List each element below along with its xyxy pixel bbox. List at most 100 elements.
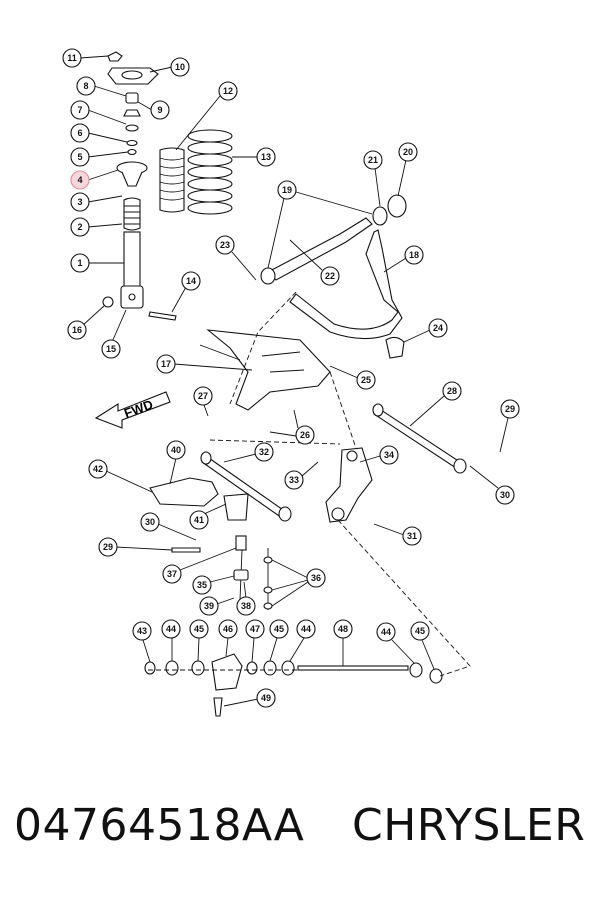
- svg-text:21: 21: [368, 155, 378, 165]
- stabilizer-link: [171, 535, 273, 610]
- svg-text:44: 44: [381, 627, 391, 637]
- callout-3: 3: [70, 192, 123, 212]
- callout-12: 12: [175, 81, 238, 151]
- svg-text:22: 22: [325, 271, 335, 281]
- callout-15: 15: [101, 309, 127, 359]
- svg-text:8: 8: [83, 81, 88, 91]
- knuckle: [325, 447, 373, 523]
- suspension-exploded-diagram: FWD: [62, 48, 520, 717]
- svg-text:43: 43: [137, 626, 147, 636]
- svg-text:31: 31: [407, 531, 417, 541]
- part-caption: 04764518AA CHRYSLER: [0, 800, 600, 860]
- callout-49: 49: [223, 688, 276, 708]
- callout-4: 4: [70, 169, 119, 190]
- svg-text:29: 29: [103, 542, 113, 552]
- callout-20: 20: [397, 142, 418, 197]
- svg-text:35: 35: [197, 580, 207, 590]
- bracket-assembly: [149, 477, 249, 521]
- fwd-arrow: FWD: [94, 391, 171, 429]
- svg-text:38: 38: [241, 601, 251, 611]
- svg-text:2: 2: [77, 222, 82, 232]
- svg-text:45: 45: [415, 626, 425, 636]
- callout-44: 44: [161, 619, 181, 661]
- callout-11: 11: [62, 48, 109, 68]
- svg-text:14: 14: [186, 276, 196, 286]
- assembly-lines: [148, 291, 471, 677]
- callout-6: 6: [70, 123, 128, 143]
- svg-text:42: 42: [93, 464, 103, 474]
- svg-text:44: 44: [301, 624, 311, 634]
- svg-text:40: 40: [171, 445, 181, 455]
- callout-30: 30: [469, 465, 515, 505]
- svg-text:6: 6: [77, 128, 82, 138]
- callout-13: 13: [232, 147, 276, 167]
- svg-text:28: 28: [447, 386, 457, 396]
- callout-23: 23: [215, 235, 257, 281]
- callout-45: 45: [189, 619, 209, 662]
- callout-42: 42: [88, 459, 153, 493]
- callout-44-mid: 44: [289, 619, 316, 662]
- rear-shaft: [144, 653, 443, 717]
- crossmember: [199, 329, 331, 411]
- svg-text:41: 41: [194, 515, 204, 525]
- callout-43: 43: [132, 621, 152, 663]
- callout-10: 10: [149, 57, 190, 77]
- svg-text:10: 10: [175, 62, 185, 72]
- callout-25: 25: [329, 365, 376, 390]
- callout-33: 33: [284, 461, 319, 490]
- callout-35: 35: [192, 575, 235, 595]
- callout-9: 9: [137, 100, 170, 120]
- bolt-14: [148, 311, 177, 321]
- callout-26: 26: [269, 409, 315, 445]
- svg-text:11: 11: [67, 53, 77, 63]
- callout-21: 21: [363, 150, 383, 207]
- callout-48: 48: [333, 619, 353, 666]
- callout-38: 38: [236, 581, 256, 616]
- callout-22: 22: [289, 239, 340, 286]
- svg-text:18: 18: [409, 250, 419, 260]
- svg-text:23: 23: [220, 240, 230, 250]
- callout-29-left: 29: [98, 537, 173, 557]
- callout-40: 40: [166, 440, 186, 485]
- fwd-label: FWD: [122, 397, 155, 421]
- svg-text:26: 26: [300, 430, 310, 440]
- dust-boot: [159, 147, 185, 213]
- svg-text:4: 4: [77, 175, 82, 185]
- callout-36: 36: [271, 559, 326, 607]
- svg-text:3: 3: [77, 197, 82, 207]
- lateral-links: [200, 403, 467, 522]
- svg-text:1: 1: [77, 258, 82, 268]
- callout-7: 7: [70, 100, 127, 125]
- callout-1: 1: [70, 253, 124, 273]
- svg-text:32: 32: [259, 447, 269, 457]
- svg-text:17: 17: [161, 359, 171, 369]
- callout-2: 2: [70, 217, 123, 237]
- strut-assembly: [102, 51, 159, 309]
- callout-28: 28: [409, 381, 462, 427]
- svg-text:49: 49: [261, 693, 271, 703]
- upper-control-arm: [260, 194, 407, 359]
- callout-17: 17: [156, 354, 253, 374]
- svg-text:37: 37: [167, 569, 177, 579]
- callout-32: 32: [223, 442, 274, 463]
- callout-31: 31: [373, 523, 422, 546]
- svg-text:34: 34: [384, 450, 394, 460]
- svg-text:27: 27: [198, 391, 208, 401]
- svg-text:44: 44: [166, 624, 176, 634]
- svg-text:9: 9: [157, 105, 162, 115]
- svg-text:45: 45: [274, 624, 284, 634]
- svg-text:5: 5: [77, 152, 82, 162]
- part-number: 04764518AA: [14, 800, 305, 851]
- callout-30-left: 30: [140, 512, 197, 541]
- svg-text:48: 48: [338, 624, 348, 634]
- svg-text:33: 33: [289, 475, 299, 485]
- svg-text:45: 45: [194, 624, 204, 634]
- callout-45-mid: 45: [269, 619, 289, 662]
- callout-16: 16: [67, 305, 105, 340]
- callout-44-right: 44: [376, 622, 415, 664]
- callout-39: 39: [199, 596, 235, 616]
- callout-5: 5: [70, 147, 129, 167]
- callout-8: 8: [76, 76, 127, 97]
- svg-text:12: 12: [223, 86, 233, 96]
- svg-text:39: 39: [204, 601, 214, 611]
